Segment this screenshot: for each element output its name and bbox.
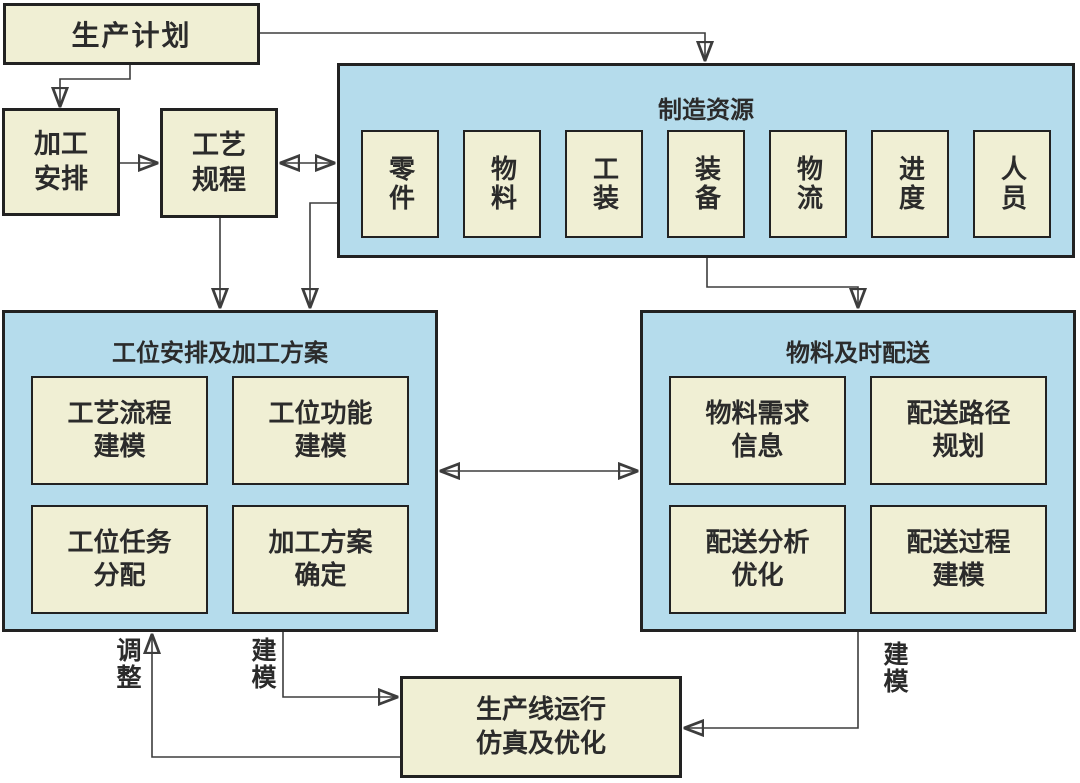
station-arrangement-group: 工位安排及加工方案 工艺流程 建模 工位功能 建模 工位任务 分配 加工方案 确… <box>2 310 438 632</box>
cell-delivery-analysis-optimization: 配送分析 优化 <box>669 505 846 614</box>
processing-arrangement-line1: 加工 <box>34 128 88 159</box>
resource-box-personnel: 人员 <box>973 130 1051 238</box>
production-plan-box: 生产计划 <box>3 3 260 65</box>
resource-box-tooling: 工装 <box>565 130 643 238</box>
process-specification-line2: 规程 <box>192 165 246 195</box>
cell-delivery-process-modeling: 配送过程 建模 <box>870 505 1047 614</box>
adjust-edge-label: 调整 <box>113 637 140 691</box>
cell-material-demand-info: 物料需求 信息 <box>669 376 846 485</box>
edge-station-arrangement-to-simulation <box>282 632 397 697</box>
material-delivery-title: 物料及时配送 <box>786 341 930 367</box>
resource-box-materials: 物料 <box>463 130 541 238</box>
processing-arrangement-box: 加工 安排 <box>2 108 120 216</box>
cell-line: 规划 <box>932 431 985 461</box>
cell-line: 工位任务 <box>67 528 172 557</box>
resource-label-tooling: 工装 <box>589 155 619 213</box>
cell-line: 工艺流程 <box>67 399 172 428</box>
edge-production-plan-to-manufacturing-resources <box>260 32 705 60</box>
modeling-edge-label-right: 建模 <box>880 641 907 695</box>
cell-delivery-route-planning: 配送路径 规划 <box>870 376 1047 485</box>
processing-arrangement-line2: 安排 <box>34 164 88 194</box>
cell-line: 配送过程 <box>906 528 1011 557</box>
resource-label-materials: 物料 <box>487 155 517 213</box>
modeling-edge-label-left: 建模 <box>248 637 275 691</box>
manufacturing-resources-items: 零件 物料 工装 装备 物流 进度 人员 <box>340 130 1072 238</box>
cell-line: 配送分析 <box>705 528 810 557</box>
cell-line: 确定 <box>294 560 347 590</box>
cell-processing-plan-determination: 加工方案 确定 <box>232 505 409 614</box>
resource-box-parts: 零件 <box>361 130 439 238</box>
edge-manufacturing-resources-to-material-delivery <box>706 258 858 307</box>
manufacturing-resources-title: 制造资源 <box>658 98 754 124</box>
edge-simulation-feedback-to-station-arrangement <box>152 635 400 758</box>
cell-line: 配送路径 <box>906 399 1011 428</box>
production-line-simulation-line1: 生产线运行 <box>475 695 606 725</box>
material-delivery-group: 物料及时配送 物料需求 信息 配送路径 规划 配送分析 优化 配送过程 建模 <box>640 310 1076 632</box>
cell-line: 建模 <box>294 431 347 461</box>
edge-production-plan-to-processing-arrangement <box>60 65 131 106</box>
production-line-simulation-box: 生产线运行 仿真及优化 <box>400 676 682 778</box>
resource-label-logistics: 物流 <box>793 155 823 213</box>
process-specification-line1: 工艺 <box>192 129 246 160</box>
resource-box-schedule: 进度 <box>871 130 949 238</box>
station-arrangement-grid: 工艺流程 建模 工位功能 建模 工位任务 分配 加工方案 确定 <box>31 376 409 614</box>
resource-label-schedule: 进度 <box>895 155 925 213</box>
cell-line: 信息 <box>731 431 784 461</box>
cell-line: 优化 <box>731 560 784 590</box>
process-specification-box: 工艺 规程 <box>160 108 278 218</box>
manufacturing-resources-group: 制造资源 零件 物料 工装 装备 物流 进度 人员 <box>337 63 1075 258</box>
cell-line: 工位功能 <box>268 399 373 428</box>
cell-line: 建模 <box>93 431 146 461</box>
station-arrangement-title: 工位安排及加工方案 <box>112 341 328 367</box>
production-line-simulation-line2: 仿真及优化 <box>475 729 606 758</box>
material-delivery-grid: 物料需求 信息 配送路径 规划 配送分析 优化 配送过程 建模 <box>669 376 1047 614</box>
resource-label-personnel: 人员 <box>997 155 1027 213</box>
production-plan-label: 生产计划 <box>71 21 192 52</box>
cell-process-flow-modeling: 工艺流程 建模 <box>31 376 208 485</box>
edge-material-delivery-to-simulation <box>685 632 859 728</box>
cell-line: 分配 <box>93 560 146 590</box>
edge-manufacturing-resources-to-station-arrangement <box>310 202 337 307</box>
cell-station-task-allocation: 工位任务 分配 <box>31 505 208 614</box>
resource-label-equipment: 装备 <box>691 155 721 213</box>
cell-station-function-modeling: 工位功能 建模 <box>232 376 409 485</box>
resource-label-parts: 零件 <box>385 155 415 213</box>
resource-box-logistics: 物流 <box>769 130 847 238</box>
cell-line: 建模 <box>932 560 985 590</box>
resource-box-equipment: 装备 <box>667 130 745 238</box>
cell-line: 物料需求 <box>705 399 810 428</box>
cell-line: 加工方案 <box>268 528 373 557</box>
